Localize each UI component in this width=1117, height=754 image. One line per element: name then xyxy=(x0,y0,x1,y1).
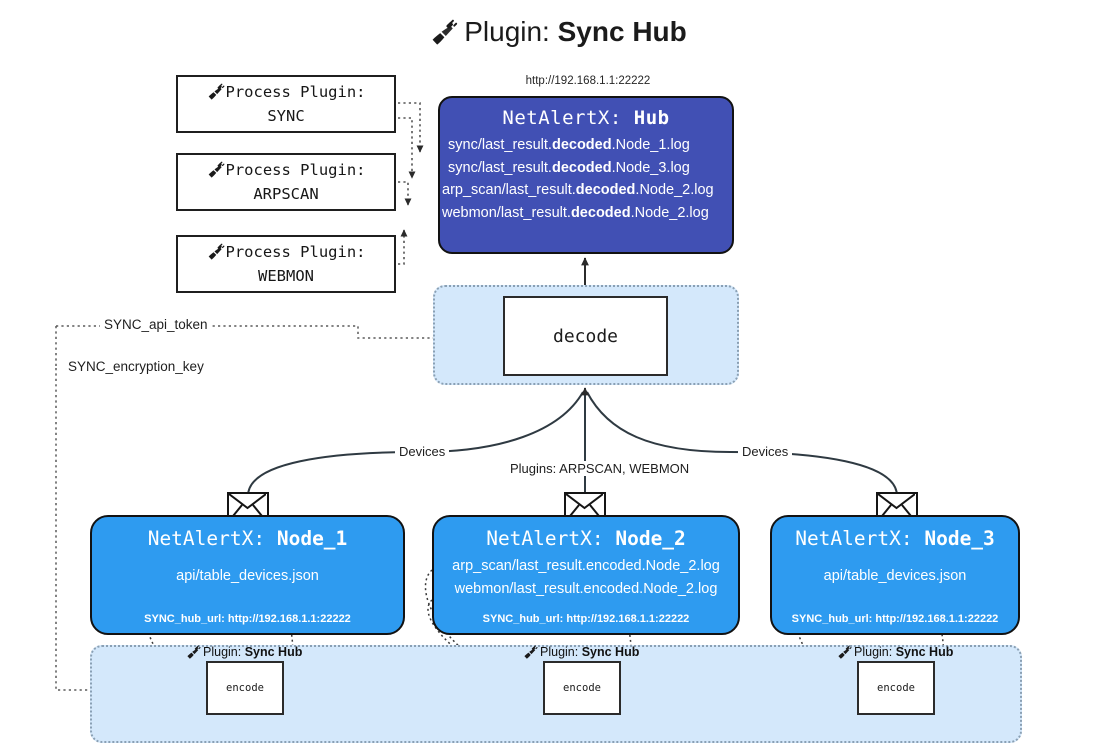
label-plugins-middle: Plugins: ARPSCAN, WEBMON xyxy=(506,461,694,476)
process-plugin-webmon[interactable]: Process Plugin: WEBMON xyxy=(176,235,396,293)
node-title: NetAlertX: Node_3 xyxy=(795,527,995,550)
plug-icon xyxy=(207,83,225,105)
plug-icon xyxy=(430,19,458,52)
hub-title-name: Hub xyxy=(633,107,670,129)
plug-icon xyxy=(207,161,225,183)
node-node2[interactable]: NetAlertX: Node_2 arp_scan/last_result.e… xyxy=(432,515,740,635)
page-title: Plugin: Sync Hub xyxy=(0,16,1117,52)
encoder-plugin-label-3: Plugin: Sync Hub xyxy=(837,645,953,662)
node-data-line: webmon/last_result.encoded.Node_2.log xyxy=(454,581,718,598)
page-title-prefix: Plugin: xyxy=(464,16,558,47)
process-plugin-name: WEBMON xyxy=(258,266,314,285)
process-plugin-name: ARPSCAN xyxy=(253,184,319,203)
node-hub-url: SYNC_hub_url: http://192.168.1.1:22222 xyxy=(144,613,351,625)
encode-box-2[interactable]: encode xyxy=(543,661,621,715)
decode-box[interactable]: decode xyxy=(503,296,668,376)
page-title-name: Sync Hub xyxy=(557,16,687,47)
node-node1[interactable]: NetAlertX: Node_1 api/table_devices.json… xyxy=(90,515,405,635)
hub-title-prefix: NetAlertX: xyxy=(502,107,634,129)
hub-log-line: sync/last_result.decoded.Node_1.log xyxy=(448,137,690,153)
encode-box-1[interactable]: encode xyxy=(206,661,284,715)
node-hub-url: SYNC_hub_url: http://192.168.1.1:22222 xyxy=(482,613,690,625)
hub-node[interactable]: NetAlertX: Hub sync/last_result.decoded.… xyxy=(438,96,734,254)
node-data-line: api/table_devices.json xyxy=(176,568,319,584)
node-node3[interactable]: NetAlertX: Node_3 api/table_devices.json… xyxy=(770,515,1020,635)
node-data-line: arp_scan/last_result.encoded.Node_2.log xyxy=(452,558,720,574)
plug-icon xyxy=(207,243,225,265)
label-devices-right: Devices xyxy=(738,444,793,459)
process-plugin-label: Process Plugin: xyxy=(225,243,366,262)
encoder-plugin-label-2: Plugin: Sync Hub xyxy=(523,645,639,662)
hub-log-line: webmon/last_result.decoded.Node_2.log xyxy=(442,204,709,221)
node-hub-url: SYNC_hub_url: http://192.168.1.1:22222 xyxy=(791,613,999,625)
process-plugin-label: Process Plugin: xyxy=(225,161,366,180)
node-data-line: api/table_devices.json xyxy=(823,568,967,584)
process-plugin-label: Process Plugin: xyxy=(225,83,366,102)
process-plugin-sync[interactable]: Process Plugin: SYNC xyxy=(176,75,396,133)
node-title: NetAlertX: Node_1 xyxy=(147,527,348,550)
encoder-plugin-label-1: Plugin: Sync Hub xyxy=(186,645,302,662)
label-sync-encryption-key: SYNC_encryption_key xyxy=(64,359,208,374)
label-sync-api-token: SYNC_api_token xyxy=(100,317,212,332)
plug-icon xyxy=(186,645,201,662)
hub-title: NetAlertX: Hub xyxy=(440,107,732,129)
plug-icon xyxy=(523,645,538,662)
label-devices-left: Devices xyxy=(395,444,450,459)
hub-url-caption: http://192.168.1.1:22222 xyxy=(525,75,651,87)
plug-icon xyxy=(837,645,852,662)
node-title: NetAlertX: Node_2 xyxy=(486,527,686,550)
process-plugin-name: SYNC xyxy=(267,106,305,125)
process-plugin-arpscan[interactable]: Process Plugin: ARPSCAN xyxy=(176,153,396,211)
encode-box-3[interactable]: encode xyxy=(857,661,935,715)
hub-log-line: arp_scan/last_result.decoded.Node_2.log xyxy=(442,182,714,199)
hub-log-line: sync/last_result.decoded.Node_3.log xyxy=(448,159,690,176)
